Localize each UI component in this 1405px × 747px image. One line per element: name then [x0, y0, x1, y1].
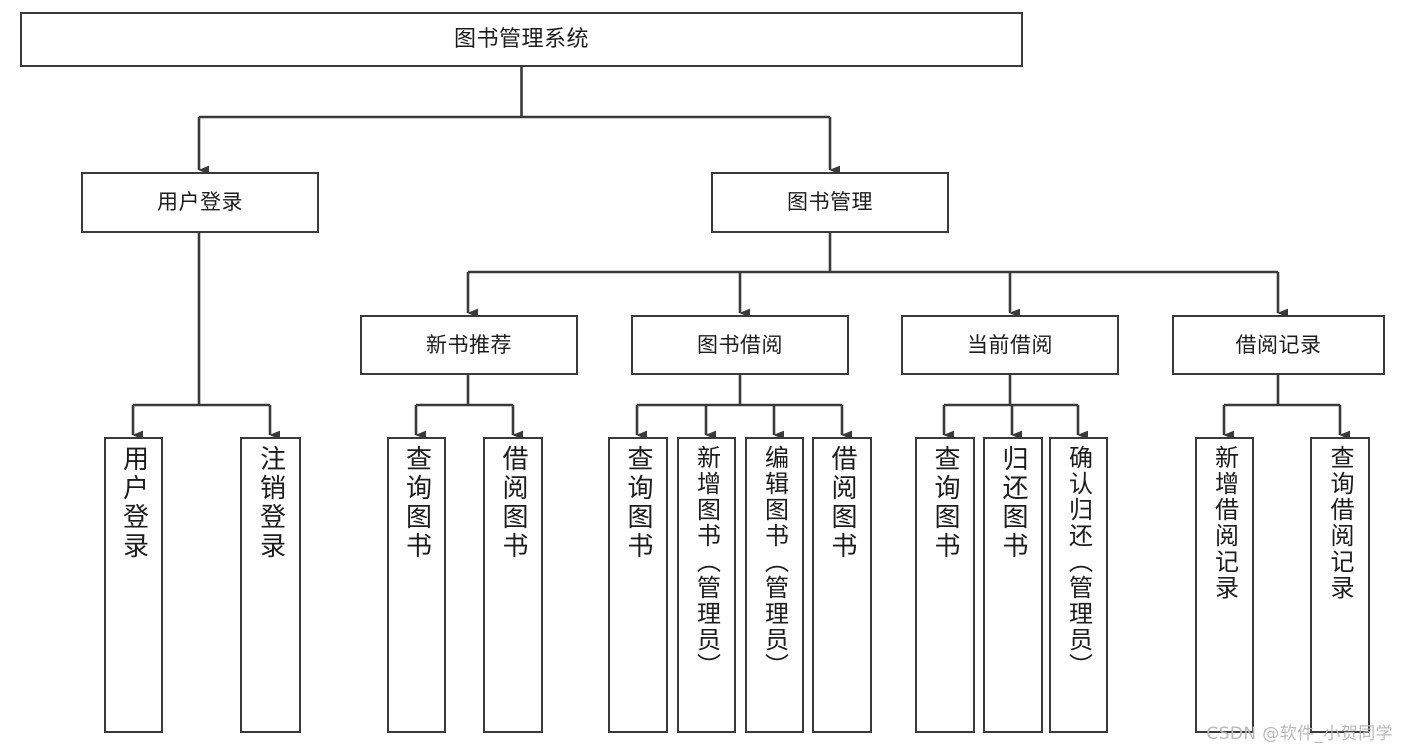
leaf-new-book-query[interactable]: 查询图书 [387, 437, 446, 733]
node-book-management[interactable]: 图书管理 [711, 172, 949, 233]
leaf-borrow-record-query-label: 查询借阅记录 [1326, 445, 1354, 601]
node-new-book-recommend[interactable]: 新书推荐 [360, 315, 578, 375]
leaf-new-book-borrow[interactable]: 借阅图书 [483, 437, 543, 733]
node-user-login[interactable]: 用户登录 [81, 172, 319, 233]
leaf-borrow-record-query[interactable]: 查询借阅记录 [1310, 437, 1370, 733]
watermark: CSDN @软件_小贺同学 [1206, 724, 1393, 744]
leaf-book-borrow-edit-label: 编辑图书（管理员） [760, 445, 789, 679]
node-borrow-record[interactable]: 借阅记录 [1172, 315, 1385, 375]
leaf-current-borrow-return-label: 归还图书 [998, 445, 1028, 561]
node-new-book-recommend-label: 新书推荐 [426, 332, 512, 357]
leaf-new-book-query-label: 查询图书 [401, 445, 432, 561]
leaf-user-login-signout-label: 注销登录 [255, 445, 286, 561]
node-user-login-label: 用户登录 [157, 190, 243, 215]
leaf-book-borrow-query-label: 查询图书 [623, 445, 653, 561]
leaf-borrow-record-add-label: 新增借阅记录 [1210, 445, 1239, 601]
node-book-management-label: 图书管理 [787, 190, 873, 215]
leaf-current-borrow-confirm[interactable]: 确认归还（管理员） [1049, 437, 1108, 733]
leaf-book-borrow-borrow-label: 借阅图书 [827, 445, 857, 561]
node-current-borrow[interactable]: 当前借阅 [901, 315, 1119, 375]
node-book-borrow-label: 图书借阅 [697, 332, 783, 357]
leaf-current-borrow-confirm-label: 确认归还（管理员） [1064, 445, 1093, 679]
leaf-book-borrow-add[interactable]: 新增图书（管理员） [677, 437, 736, 733]
leaf-current-borrow-query-label: 查询图书 [930, 445, 960, 561]
node-current-borrow-label: 当前借阅 [967, 332, 1053, 357]
leaf-user-login-signin[interactable]: 用户登录 [104, 437, 163, 733]
node-root[interactable]: 图书管理系统 [20, 12, 1023, 67]
leaf-book-borrow-borrow[interactable]: 借阅图书 [812, 437, 872, 733]
leaf-new-book-borrow-label: 借阅图书 [498, 445, 528, 561]
leaf-book-borrow-query[interactable]: 查询图书 [608, 437, 668, 733]
node-root-label: 图书管理系统 [453, 26, 589, 52]
leaf-book-borrow-edit[interactable]: 编辑图书（管理员） [745, 437, 804, 733]
leaf-borrow-record-add[interactable]: 新增借阅记录 [1195, 437, 1254, 733]
node-book-borrow[interactable]: 图书借阅 [631, 315, 849, 375]
node-borrow-record-label: 借阅记录 [1235, 332, 1322, 357]
leaf-user-login-signout[interactable]: 注销登录 [240, 437, 301, 733]
leaf-current-borrow-return[interactable]: 归还图书 [983, 437, 1043, 733]
leaf-user-login-signin-label: 用户登录 [118, 445, 149, 561]
leaf-current-borrow-query[interactable]: 查询图书 [915, 437, 975, 733]
leaf-book-borrow-add-label: 新增图书（管理员） [692, 445, 721, 679]
